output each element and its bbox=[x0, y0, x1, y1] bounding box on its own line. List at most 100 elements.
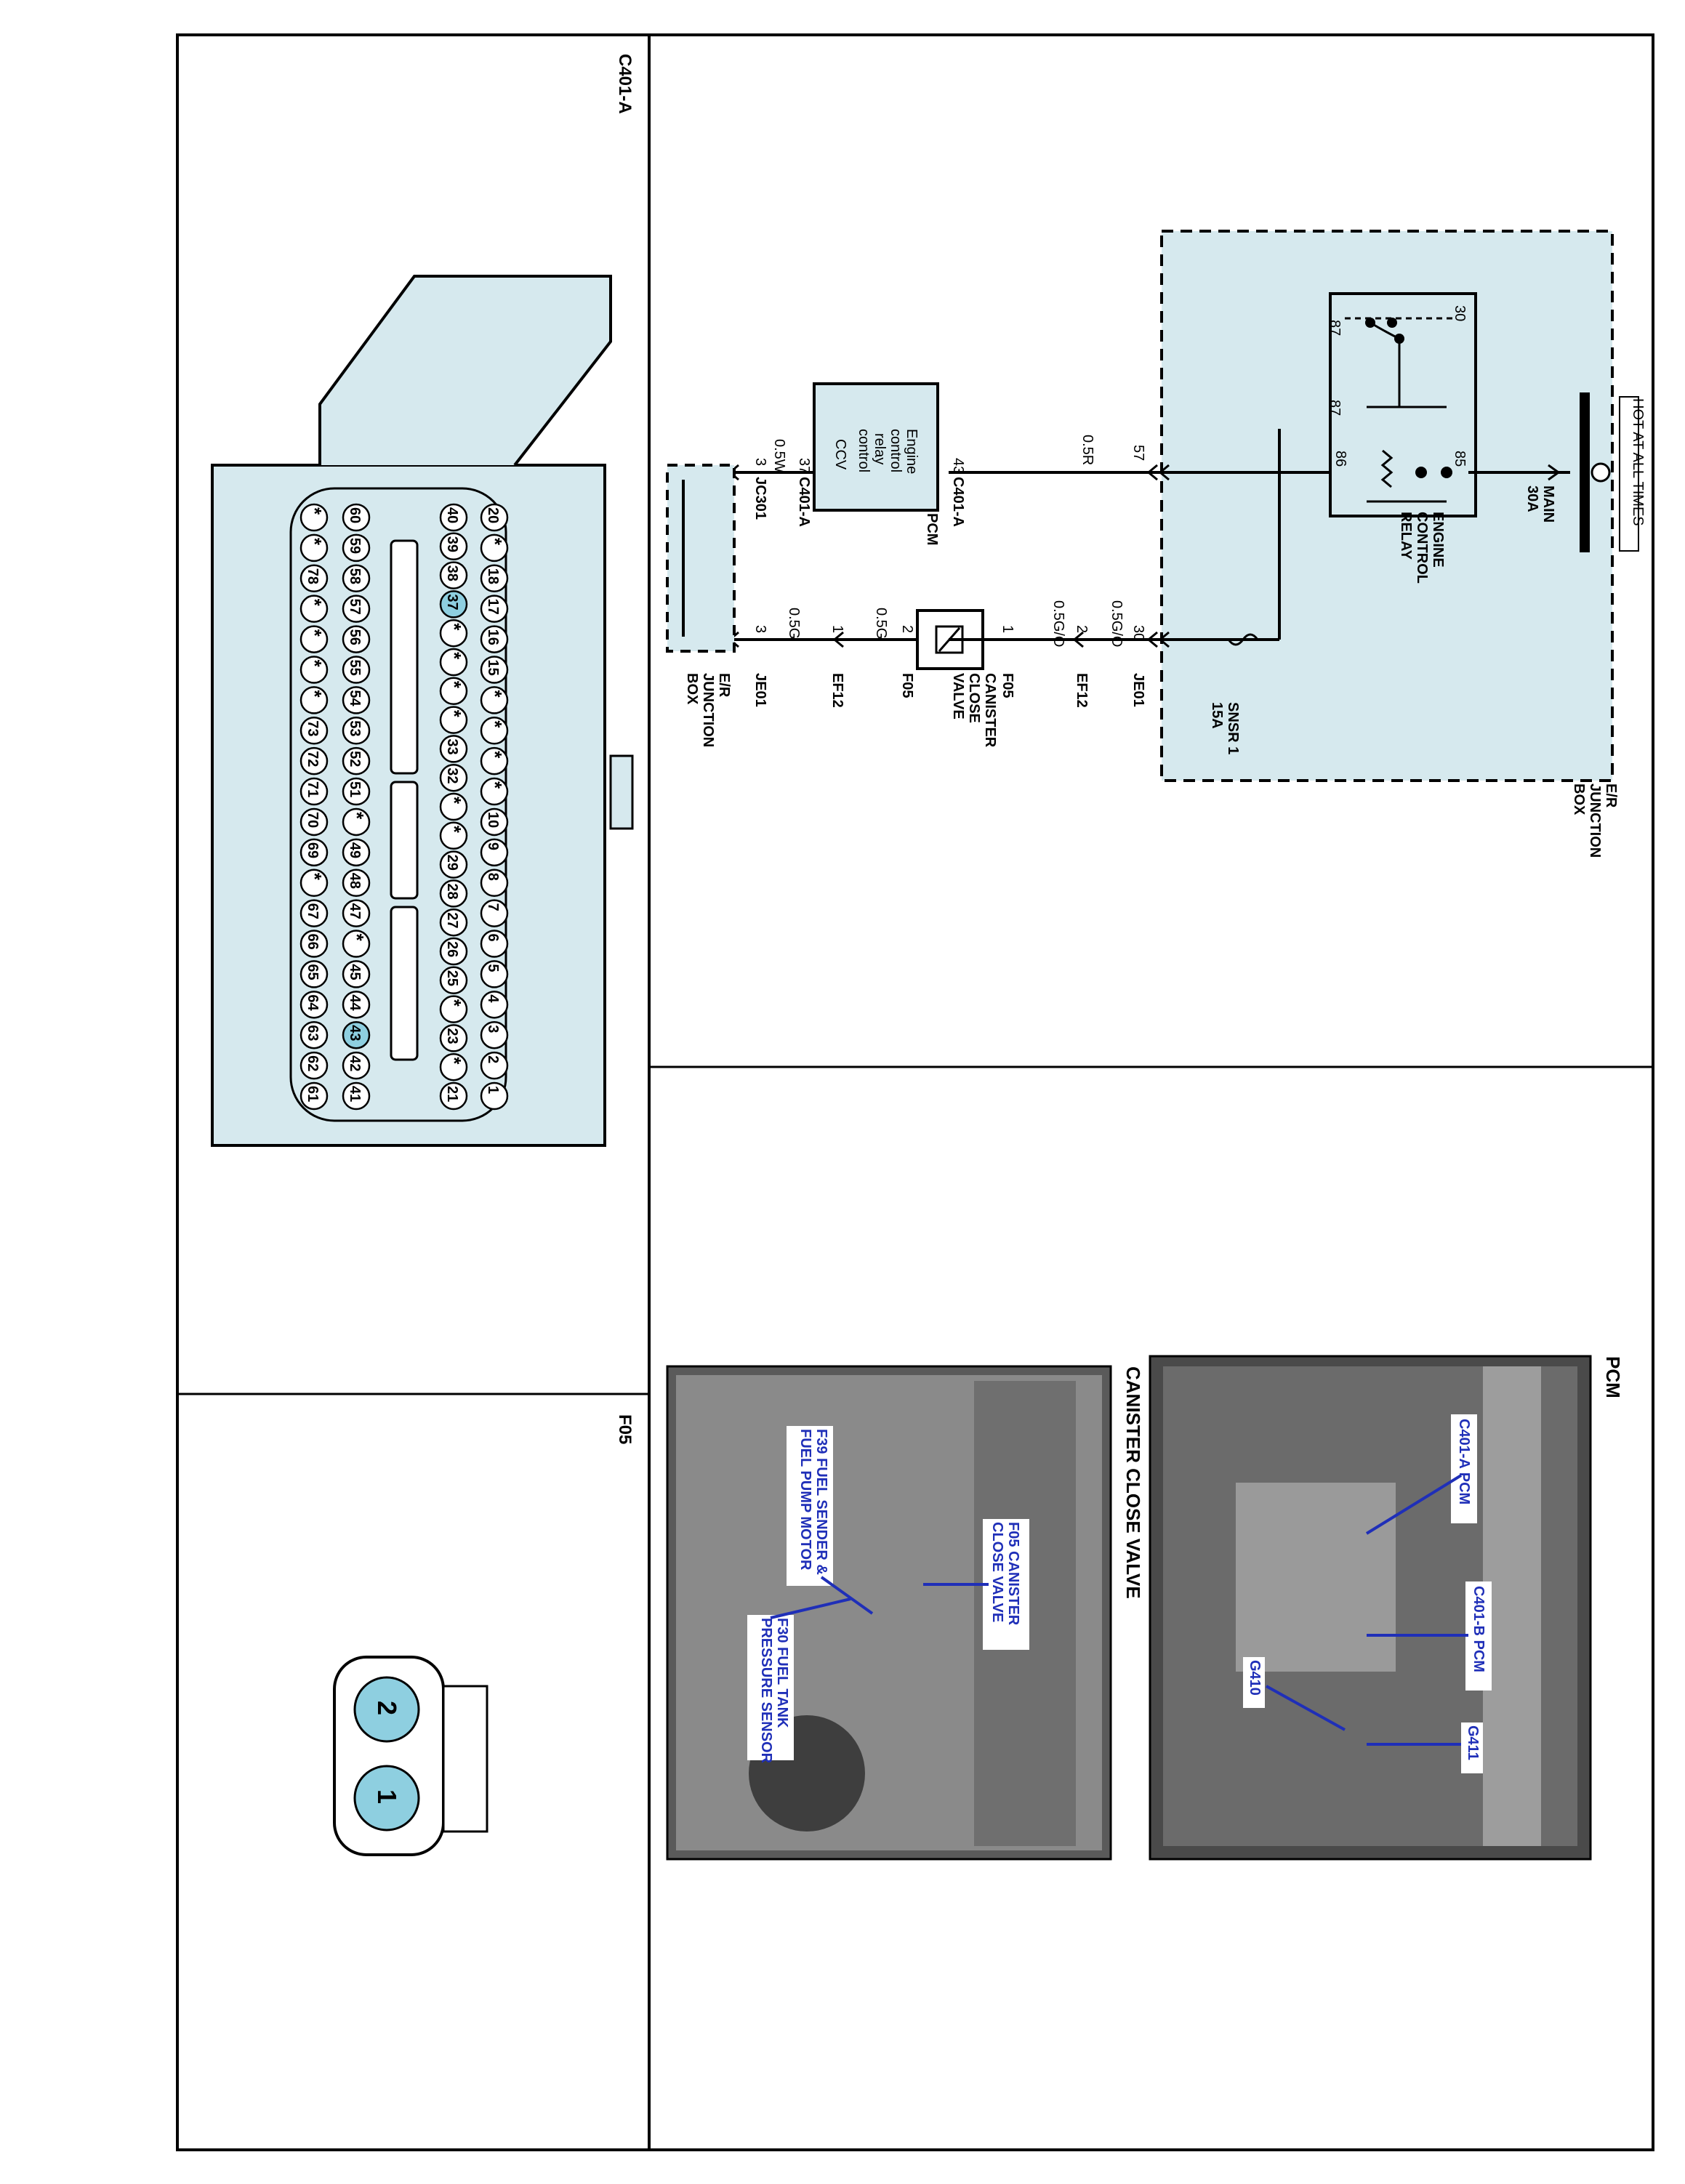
snsr-fuse-rating: 15A bbox=[1209, 702, 1225, 729]
c401a-pin-circle bbox=[299, 899, 329, 927]
c401a-pin-label: 60 bbox=[347, 507, 363, 523]
c401a-pin-label: 78 bbox=[305, 568, 321, 584]
pcm-connector: C401-A bbox=[950, 477, 966, 527]
pcm-box-line1: Engine bbox=[904, 429, 920, 474]
c401a-pin-circle bbox=[439, 503, 468, 532]
c401a-title: C401-A bbox=[615, 54, 635, 114]
wire-w2-pin: 30 bbox=[1130, 625, 1146, 641]
c401a-pin-circle bbox=[480, 625, 509, 653]
c401a-pin-label: 45 bbox=[347, 964, 363, 980]
connector-ef12b-arrow bbox=[832, 631, 844, 648]
wire-w4-pin: 2 bbox=[899, 625, 915, 633]
c401a-pin-circle bbox=[439, 1081, 468, 1111]
c401a-pin-label: 72 bbox=[305, 751, 321, 767]
c401a-pin-circle bbox=[299, 1020, 329, 1049]
c401a-pin-circle bbox=[439, 850, 468, 879]
c401a-pin-label: * bbox=[304, 507, 326, 515]
c401a-pin-label: * bbox=[304, 599, 326, 607]
f05-pin-2 bbox=[353, 1676, 420, 1743]
c401a-pin-label: 47 bbox=[347, 903, 363, 919]
connector-ef12-arrow bbox=[1072, 631, 1084, 648]
c401a-pin-label: 4 bbox=[485, 994, 501, 1003]
c401a-pin-label: * bbox=[443, 1057, 465, 1065]
c401a-pin-circle bbox=[439, 735, 468, 763]
c401a-pin-circle bbox=[342, 717, 371, 745]
wire-w3-color: 0.5G/O bbox=[1050, 600, 1066, 647]
c401a-pin-circle bbox=[439, 908, 468, 937]
c401a-pin-label: 37 bbox=[444, 594, 460, 610]
c401a-pin-label: 40 bbox=[444, 507, 460, 523]
canister-photo-title: CANISTER CLOSE VALVE bbox=[1122, 1366, 1144, 1599]
c401a-pin-label: 18 bbox=[485, 568, 501, 584]
relay-pin-85: 85 bbox=[1452, 451, 1468, 467]
f05-pin-2-label: 2 bbox=[372, 1701, 402, 1715]
c401a-pin-circle bbox=[480, 807, 509, 837]
c401a-pin-label: 28 bbox=[444, 883, 460, 899]
pcm-photo-panel bbox=[1483, 1366, 1541, 1846]
hot-label-box bbox=[1619, 396, 1639, 552]
c401a-pin-label: 32 bbox=[444, 767, 460, 783]
valve-label-3: VALVE bbox=[950, 673, 966, 720]
c401a-pin-label: 73 bbox=[305, 720, 321, 736]
c401a-slot-2 bbox=[390, 781, 419, 900]
c401a-pin-label: 70 bbox=[305, 812, 321, 828]
pcm-photo-title: PCM bbox=[1602, 1356, 1624, 1398]
photo-pcm: PCM C401-A PCM C401-B PCM G410 G411 bbox=[1149, 1355, 1624, 1861]
c401a-pin-circle bbox=[480, 1051, 509, 1080]
c401a-pin-circle bbox=[342, 869, 371, 897]
c401a-pin-label: 26 bbox=[444, 941, 460, 957]
c401a-pin-circle bbox=[342, 656, 371, 684]
c401a-pin-label: 59 bbox=[347, 538, 363, 554]
c401a-pin-label: * bbox=[484, 781, 506, 789]
connector-f05: F05 2 1 bbox=[333, 1414, 635, 1856]
c401a-pin-circle bbox=[299, 595, 329, 623]
c401a-pin-label: * bbox=[484, 538, 506, 546]
c401a-pin-label: 53 bbox=[347, 720, 363, 736]
connector-je01-arrows bbox=[1146, 631, 1170, 648]
wire-w7-pin: 3 bbox=[752, 458, 768, 466]
jb-top-label-3: BOX bbox=[1571, 783, 1587, 815]
canister-callout-2-arrow bbox=[820, 1576, 874, 1615]
relay-pin-85-dot bbox=[1441, 467, 1452, 478]
c401a-pin-label: 6 bbox=[485, 934, 501, 942]
c401a-pin-label: 49 bbox=[347, 842, 363, 858]
snsr-fuse-symbol bbox=[1227, 633, 1259, 646]
c401a-pin-label: * bbox=[443, 999, 465, 1007]
pcm-callout-2-bg bbox=[1465, 1581, 1492, 1691]
hot-label: HOT AT ALL TIMES bbox=[1630, 398, 1646, 526]
c401a-pin-circle bbox=[480, 960, 509, 988]
c401a-pin-circle bbox=[299, 1051, 329, 1080]
relay-pin-30: 30 bbox=[1452, 305, 1468, 321]
c401a-pin-label: 67 bbox=[305, 903, 321, 919]
wire-w7-color: 0.5W bbox=[771, 439, 787, 473]
c401a-pin-circle bbox=[299, 869, 329, 897]
c401a-pin-circle bbox=[439, 1024, 468, 1052]
c401a-pin-circle bbox=[342, 838, 371, 867]
c401a-pin-circle bbox=[299, 564, 329, 593]
c401a-pin-label: 21 bbox=[444, 1086, 460, 1102]
c401a-pin-label: 55 bbox=[347, 659, 363, 675]
c401a-pin-label: 8 bbox=[485, 873, 501, 881]
c401a-pin-label: 39 bbox=[444, 536, 460, 552]
c401a-pin-circle bbox=[480, 686, 509, 714]
main-bus-terminal bbox=[1591, 462, 1611, 483]
c401a-pin-circle bbox=[480, 717, 509, 745]
canister-callout-1-line2: CLOSE VALVE bbox=[989, 1522, 1005, 1622]
c401a-pin-label: * bbox=[443, 797, 465, 805]
c401a-pin-circle bbox=[342, 746, 371, 775]
c401a-pin-circle bbox=[342, 564, 371, 593]
c401a-pin-label: * bbox=[443, 681, 465, 689]
canister-callout-3-bg bbox=[747, 1615, 794, 1760]
c401a-slot-1 bbox=[390, 539, 419, 775]
c401a-pin-circle bbox=[480, 656, 509, 684]
c401a-pin-circle bbox=[480, 838, 509, 867]
c401a-pin-label: 20 bbox=[485, 507, 501, 523]
c401a-pin-label: * bbox=[304, 690, 326, 698]
c401a-pin-circle bbox=[342, 595, 371, 623]
relay-label-line3: RELAY bbox=[1398, 512, 1414, 560]
c401a-pin-label: 33 bbox=[444, 738, 460, 754]
pcm-pin-in: 43 bbox=[950, 458, 966, 474]
c401a-pin-label: 42 bbox=[347, 1055, 363, 1071]
f05-pin-1-label: 1 bbox=[372, 1789, 402, 1804]
